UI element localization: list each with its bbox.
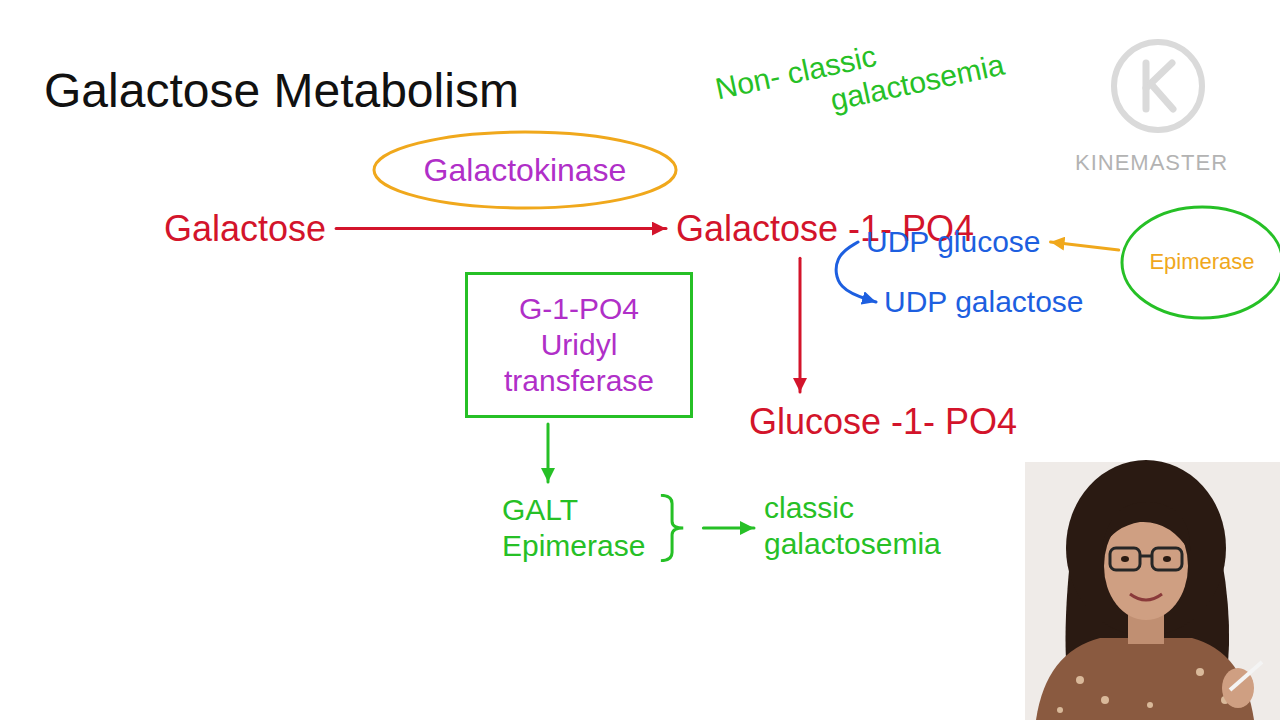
ellipse-outline [374,132,676,208]
enzyme-box: G-1-PO4 Uridyl transferase [465,272,693,418]
ellipse-outline [1122,207,1280,318]
diagram-title: Galactose Metabolism [44,62,519,120]
node-text: UDP galactose [884,284,1084,320]
node-text: UDP glucose [866,224,1041,260]
arrow-connector [336,227,666,230]
title-holder: Galactose Metabolism [44,62,519,120]
metabolite: Glucose -1- PO4 [745,398,1021,445]
node-text: classic galactosemia [764,490,974,562]
presenter-photo [1025,460,1280,720]
pen [1230,662,1262,690]
node-text: Glucose -1- PO4 [749,400,1017,443]
enzyme-ellipse: Galactokinase [372,130,678,210]
note-label: Non- classic galactosemia [712,4,1049,140]
watermark-logo [1114,42,1202,130]
watermark: KINEMASTER [1075,150,1228,175]
node-text: GALT [502,492,578,528]
node-text: Epimerase [502,528,645,564]
top [1036,638,1254,720]
arrow-connector [799,258,802,392]
top-pattern [1057,668,1229,713]
arrow-connector [1051,242,1119,250]
node-text: Galactose [164,207,326,250]
disease-label: classic galactosemia [760,488,978,564]
logo-ring [1114,42,1202,130]
curly-bracket [659,494,687,562]
deficiency-list: GALTEpimerase [498,488,697,568]
enzyme-ellipse: Epimerase [1120,205,1280,320]
cofactor: UDP galactose [880,282,1088,322]
logo-stroke [1151,84,1173,109]
curly-bracket [661,495,683,560]
metabolite: Galactose [160,205,330,252]
arrow-connector [703,527,754,530]
note-label-holder: Non- classic galactosemia [712,4,1049,140]
node-text: G-1-PO4 Uridyl transferase [484,291,674,399]
fringe [1102,502,1190,552]
cofactor: UDP glucose [862,222,1045,262]
node-text: Epimerase [1149,249,1254,275]
mouth [1130,594,1162,600]
eye [1121,556,1129,562]
arrow-connector [547,424,550,482]
eye [1163,556,1171,562]
node-text: Galactokinase [424,151,627,189]
glasses [1110,548,1182,570]
hair [1066,460,1226,636]
watermark-holder: KINEMASTER [1075,150,1228,175]
